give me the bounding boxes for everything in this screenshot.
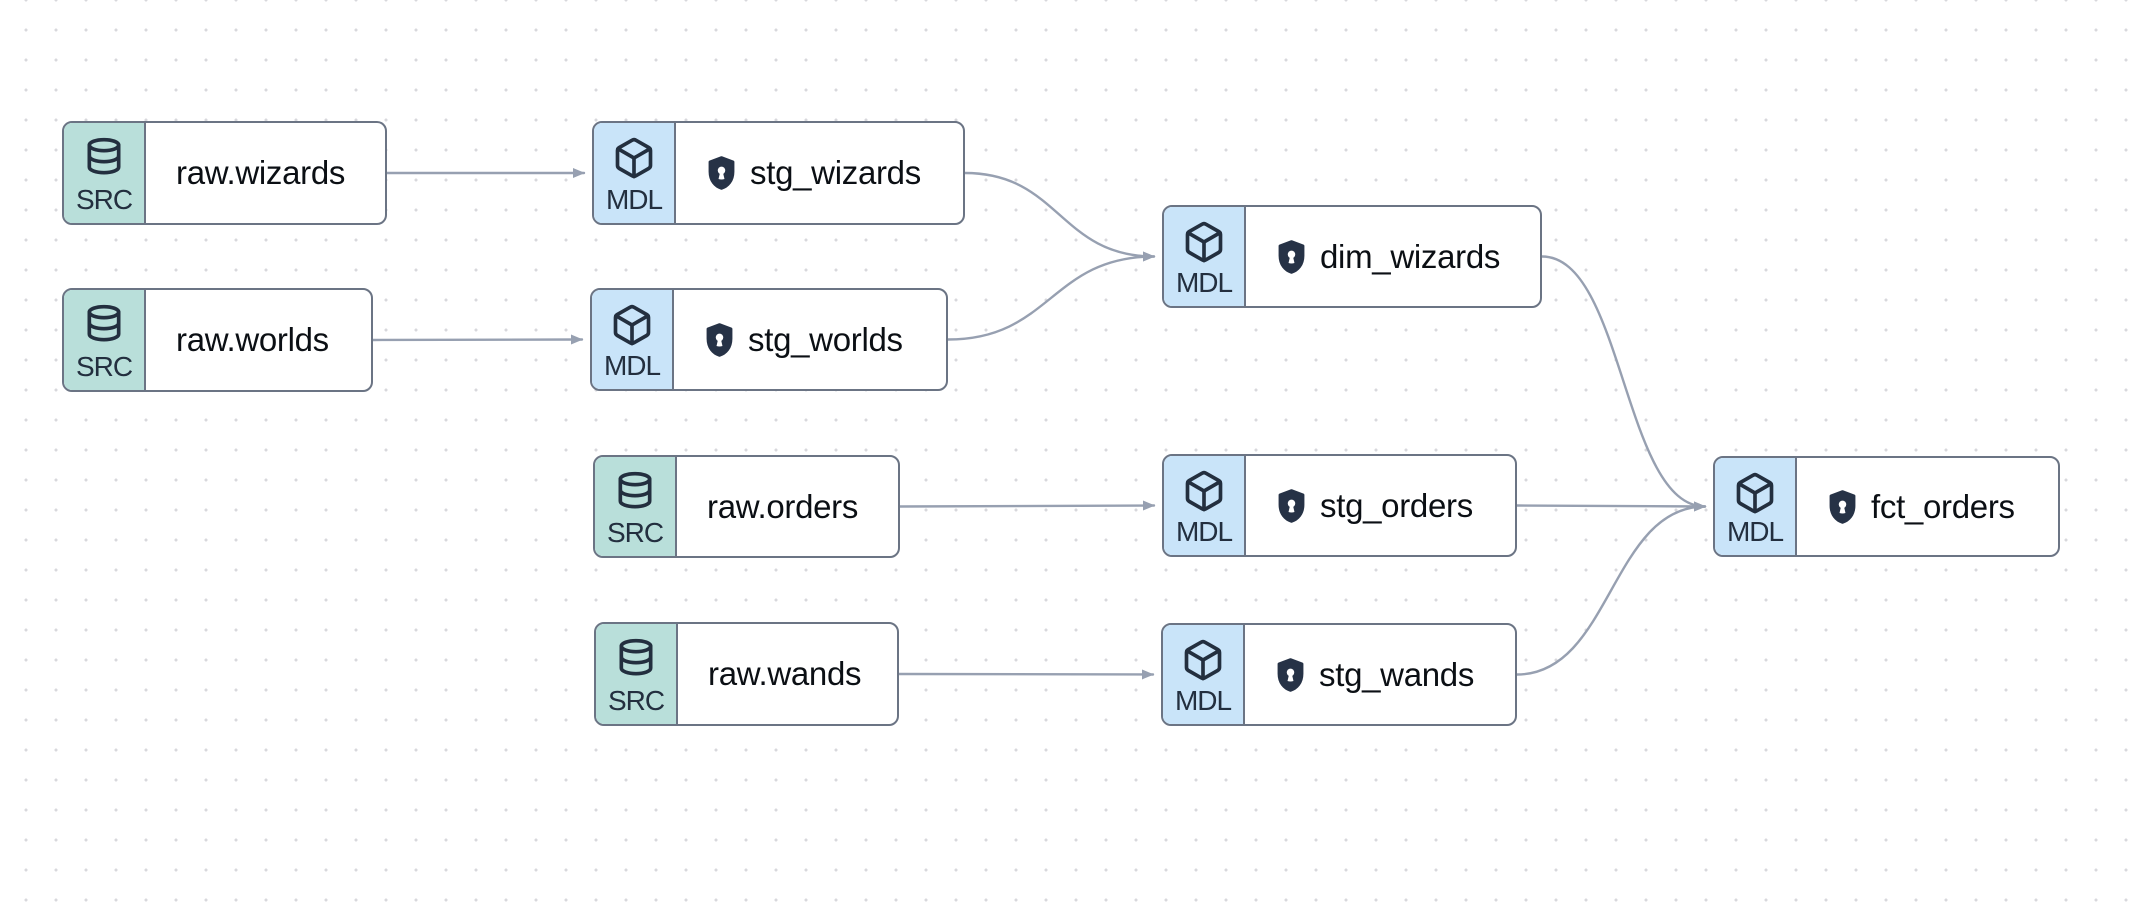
model-type-badge: MDL bbox=[594, 123, 676, 223]
edge-stg-worlds-to-dim-wizards bbox=[946, 251, 1156, 341]
shield-icon bbox=[1275, 657, 1306, 692]
badge-label: SRC bbox=[75, 184, 133, 215]
badge-label: MDL bbox=[1726, 516, 1784, 547]
database-icon bbox=[613, 470, 657, 514]
node-label: stg_orders bbox=[1320, 486, 1473, 524]
shield-icon bbox=[1276, 239, 1307, 274]
edge-stg-wands-to-fct-orders bbox=[1515, 501, 1707, 676]
source-type-badge: SRC bbox=[64, 290, 146, 390]
edge-stg-wizards-to-dim-wizards bbox=[963, 171, 1156, 262]
badge-label: MDL bbox=[1175, 267, 1233, 298]
database-icon bbox=[82, 303, 126, 347]
model-type-badge: MDL bbox=[1164, 207, 1246, 306]
node-stg-orders[interactable]: MDL stg_orders bbox=[1162, 454, 1517, 557]
node-body: dim_wizards bbox=[1246, 207, 1540, 306]
edge-raw-wands-to-stg-wands bbox=[897, 669, 1155, 680]
cube-icon bbox=[612, 136, 656, 180]
edge-raw-worlds-to-stg-worlds bbox=[371, 334, 584, 345]
badge-label: MDL bbox=[603, 350, 661, 381]
node-label: stg_wizards bbox=[750, 154, 921, 191]
badge-label: MDL bbox=[1175, 516, 1233, 547]
database-icon bbox=[82, 136, 126, 180]
cube-icon bbox=[1733, 471, 1777, 515]
badge-label: MDL bbox=[605, 184, 663, 215]
edge-dim-wizards-to-fct-orders bbox=[1540, 255, 1707, 512]
node-label: raw.orders bbox=[707, 487, 859, 525]
shield-icon bbox=[706, 156, 737, 190]
node-raw-wizards[interactable]: SRC raw.wizards bbox=[62, 121, 387, 225]
node-label: stg_wands bbox=[1319, 655, 1475, 693]
model-type-badge: MDL bbox=[592, 290, 674, 389]
node-dim-wizards[interactable]: MDL dim_wizards bbox=[1162, 205, 1542, 308]
model-type-badge: MDL bbox=[1715, 458, 1797, 555]
model-type-badge: MDL bbox=[1163, 625, 1245, 724]
node-label: raw.worlds bbox=[176, 321, 329, 358]
node-body: raw.wands bbox=[678, 624, 897, 724]
badge-label: SRC bbox=[75, 351, 133, 382]
node-body: stg_orders bbox=[1246, 456, 1515, 555]
cube-icon bbox=[1182, 220, 1226, 264]
node-label: raw.wands bbox=[708, 655, 862, 692]
cube-icon bbox=[610, 303, 654, 347]
node-label: dim_wizards bbox=[1320, 237, 1501, 275]
source-type-badge: SRC bbox=[64, 123, 146, 223]
cube-icon bbox=[1182, 469, 1226, 513]
node-label: stg_worlds bbox=[748, 320, 903, 358]
node-body: raw.wizards bbox=[146, 123, 385, 223]
cube-icon bbox=[1181, 638, 1225, 682]
node-body: stg_worlds bbox=[674, 290, 946, 389]
source-type-badge: SRC bbox=[596, 624, 678, 724]
badge-label: SRC bbox=[606, 517, 664, 548]
edge-stg-orders-to-fct-orders bbox=[1515, 501, 1707, 512]
node-fct-orders[interactable]: MDL fct_orders bbox=[1713, 456, 2060, 557]
badge-label: SRC bbox=[607, 685, 665, 716]
node-raw-wands[interactable]: SRC raw.wands bbox=[594, 622, 899, 726]
node-stg-wands[interactable]: MDL stg_wands bbox=[1161, 623, 1517, 726]
node-stg-wizards[interactable]: MDL stg_wizards bbox=[592, 121, 965, 225]
node-stg-worlds[interactable]: MDL stg_worlds bbox=[590, 288, 948, 391]
node-label: raw.wizards bbox=[176, 154, 346, 191]
node-raw-orders[interactable]: SRC raw.orders bbox=[593, 455, 900, 558]
shield-icon bbox=[1276, 488, 1307, 523]
source-type-badge: SRC bbox=[595, 457, 677, 556]
badge-label: MDL bbox=[1174, 685, 1232, 716]
database-icon bbox=[614, 637, 658, 681]
shield-icon bbox=[704, 322, 735, 357]
model-type-badge: MDL bbox=[1164, 456, 1246, 555]
node-body: stg_wands bbox=[1245, 625, 1515, 724]
node-body: stg_wizards bbox=[676, 123, 963, 223]
shield-icon bbox=[1827, 489, 1858, 524]
node-body: fct_orders bbox=[1797, 458, 2058, 555]
node-body: raw.worlds bbox=[146, 290, 371, 390]
edge-raw-orders-to-stg-orders bbox=[898, 500, 1156, 511]
node-body: raw.orders bbox=[677, 457, 898, 556]
node-raw-worlds[interactable]: SRC raw.worlds bbox=[62, 288, 373, 392]
node-label: fct_orders bbox=[1871, 487, 2015, 525]
